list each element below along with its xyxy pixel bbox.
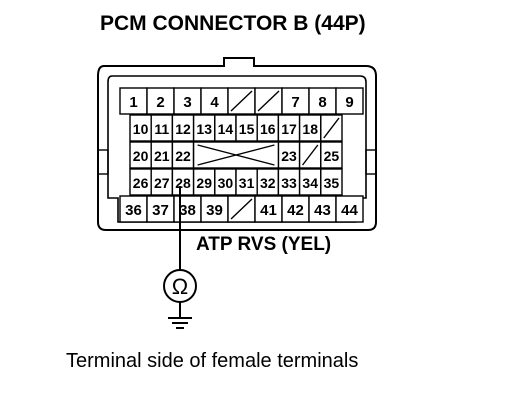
- blocked-cavity-slash: [257, 90, 280, 112]
- terminal-number: 44: [341, 202, 358, 219]
- terminal-3: [173, 87, 202, 115]
- terminal-number: 31: [239, 175, 255, 191]
- terminal-number: 26: [133, 175, 149, 191]
- terminal-number: 9: [345, 94, 353, 111]
- terminal-number: 12: [175, 121, 191, 137]
- terminal-41: [254, 195, 283, 223]
- terminal-2: [146, 87, 175, 115]
- terminal-number: 41: [260, 202, 277, 219]
- terminal-number: 36: [125, 202, 142, 219]
- terminal-1: [119, 87, 148, 115]
- terminal-number: 28: [175, 175, 191, 191]
- terminal-number: 39: [206, 202, 223, 219]
- terminal-number: 17: [281, 121, 297, 137]
- terminal-number: 23: [281, 148, 297, 164]
- terminal-number: 1: [129, 94, 137, 111]
- terminal-25: [320, 141, 343, 169]
- terminal-number: 2: [156, 94, 164, 111]
- terminal-number: 10: [133, 121, 149, 137]
- terminal-number: 27: [154, 175, 170, 191]
- ohmmeter-symbol: Ω: [172, 274, 188, 299]
- terminal-number: 22: [175, 148, 191, 164]
- blocked-cavity-slash: [302, 144, 319, 166]
- terminal-number: 16: [260, 121, 276, 137]
- terminal-9: [335, 87, 364, 115]
- terminal-number: 25: [324, 148, 340, 164]
- unused-block-cross: [197, 144, 275, 166]
- terminal-42: [281, 195, 310, 223]
- blocked-cavity-slash: [230, 198, 253, 220]
- terminal-number: 4: [210, 94, 219, 111]
- terminal-number: 29: [196, 175, 212, 191]
- terminal-number: 42: [287, 202, 304, 219]
- terminal-number: 13: [196, 121, 212, 137]
- connector-lock-tab-left: [97, 149, 109, 175]
- terminal-number: 35: [324, 175, 340, 191]
- diagram-caption: Terminal side of female terminals: [66, 350, 359, 372]
- terminal-35: [320, 168, 343, 196]
- terminal-7: [281, 87, 310, 115]
- terminal-number: 21: [154, 148, 170, 164]
- terminal-number: 11: [154, 121, 169, 137]
- terminal-number: 3: [183, 94, 191, 111]
- terminal-number: 18: [302, 121, 318, 137]
- terminal-44: [335, 195, 364, 223]
- terminal-number: 34: [302, 175, 318, 191]
- terminal-43: [308, 195, 337, 223]
- terminal-8: [308, 87, 337, 115]
- terminal-number: 33: [281, 175, 297, 191]
- terminal-number: 8: [318, 94, 326, 111]
- terminal-number: 20: [133, 148, 149, 164]
- connector-housing: [97, 57, 377, 231]
- terminal-number: 14: [218, 121, 234, 137]
- terminal-number: 15: [239, 121, 255, 137]
- signal-label: ATP RVS (YEL): [196, 234, 332, 255]
- terminal-39: [200, 195, 229, 223]
- connector-lock-tab-right: [365, 149, 377, 175]
- terminal-number: 37: [152, 202, 169, 219]
- connector-title: PCM CONNECTOR B (44P): [100, 12, 366, 35]
- blocked-cavity-slash: [230, 90, 253, 112]
- terminal-number: 30: [218, 175, 234, 191]
- terminal-number: 32: [260, 175, 276, 191]
- terminal-number: 38: [179, 202, 196, 219]
- terminal-number: 7: [291, 94, 299, 111]
- terminal-number: 43: [314, 202, 331, 219]
- blocked-cavity-slash: [323, 117, 340, 139]
